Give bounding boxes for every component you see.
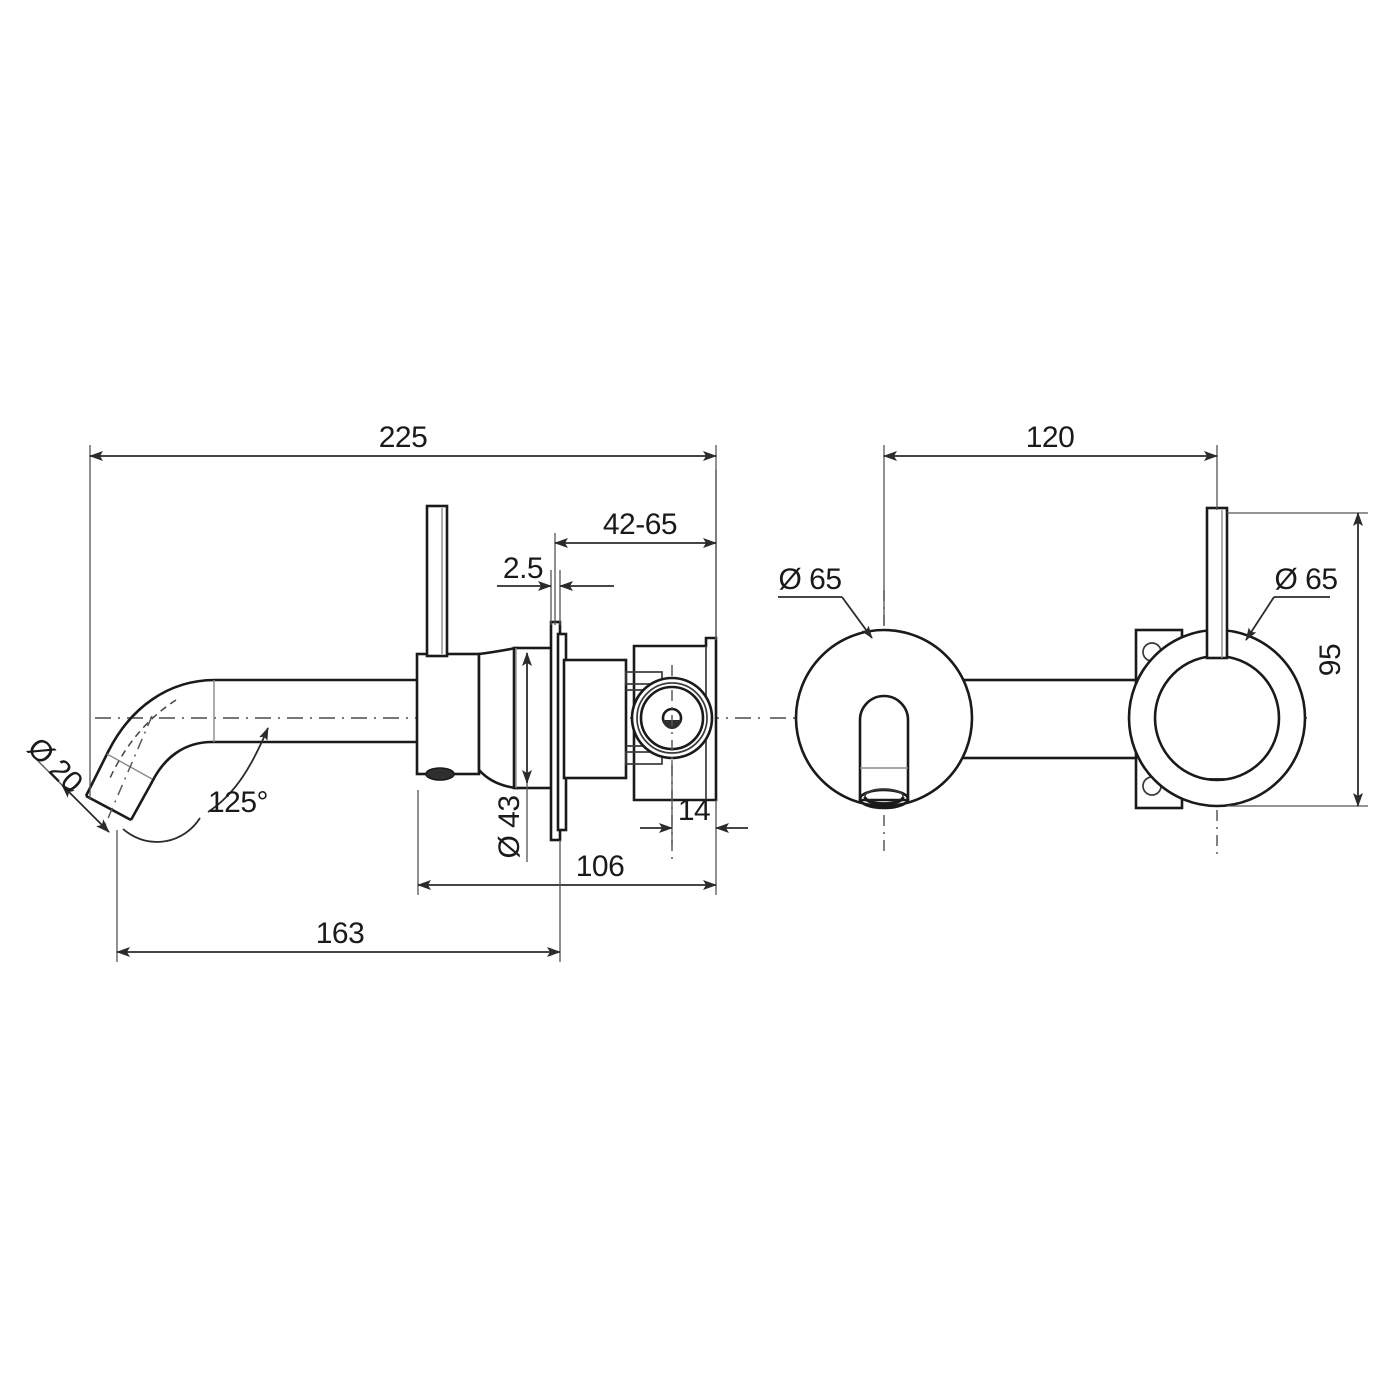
dim-43-label: Ø 43 [493,795,526,858]
cartridge-assembly [630,665,714,860]
dim-163-label: 163 [316,917,365,950]
dim-wall-projection: 42-65 [554,470,717,640]
dim-o65-left-leader [841,596,873,639]
dim-o65-right-leader [1245,596,1275,641]
dim-o65-left-label: Ø 65 [778,563,841,596]
dim-120-label: 120 [1026,421,1075,454]
dim-125-arc [122,817,201,843]
dim-spout-bend-angle: 125° [122,727,269,843]
dim-95-label: 95 [1314,644,1347,676]
dim-escutcheon-height: 95 [1227,512,1368,807]
dim-cartridge-offset: 14 [640,760,748,845]
dim-4265-label: 42-65 [603,508,677,541]
dim-125-label: 125° [208,786,268,819]
dim-flange-diameter: Ø 43 [493,652,532,862]
spout-internal-bore-hidden [109,699,177,779]
mixer-body [415,646,560,790]
label-spout-plate-diameter: Ø 65 [778,563,873,639]
body-taper-shoulder [477,646,518,790]
rear-sleeve-body [562,658,628,780]
label-handle-plate-diameter: Ø 65 [1245,563,1338,641]
dim-centre-spacing: 120 [883,421,1218,625]
dim-body-depth: 106 [417,790,717,895]
dim-o65-right-label: Ø 65 [1274,563,1337,596]
front-view-group: 120 95 Ø 65 Ø 65 [770,421,1368,860]
body-drain-boss [425,767,455,781]
spout-body [84,678,430,831]
dim-20-ext-a [35,758,63,786]
dim-14-label: 14 [678,794,710,827]
dim-25-label: 2.5 [503,552,543,585]
spout-outer-upper-edge [84,678,430,797]
dim-spout-outlet-diameter: Ø 20 [21,731,110,833]
spout-tube-front [858,694,910,802]
spout-outlet-shadow [863,796,905,806]
handle-escutcheon [1127,506,1307,808]
dim-106-label: 106 [576,850,625,883]
spout-escutcheon [794,628,974,810]
dim-flange-thickness: 2.5 [497,552,614,625]
front-handle-lever [1205,506,1229,660]
dim-225-label: 225 [379,421,428,454]
dim-20-label: Ø 20 [21,731,89,799]
dim-spout-reach: 163 [116,830,561,962]
handle-hub-shadow [1205,778,1229,780]
spout-outlet-ellipse-outer [858,788,910,810]
handle-lever [425,504,449,658]
body-upper-block [415,652,481,776]
handle-lever-shaft [425,504,449,658]
dim-125-leader [207,727,269,813]
dim-20-line [61,784,110,833]
rear-sleeve [562,658,628,780]
spout-outlet-centerline [102,715,153,831]
side-view-group: 225 42-65 2.5 Ø 43 [21,421,760,962]
dim-overall-length: 225 [89,421,717,800]
spout-outer-lower-edge [129,740,430,821]
